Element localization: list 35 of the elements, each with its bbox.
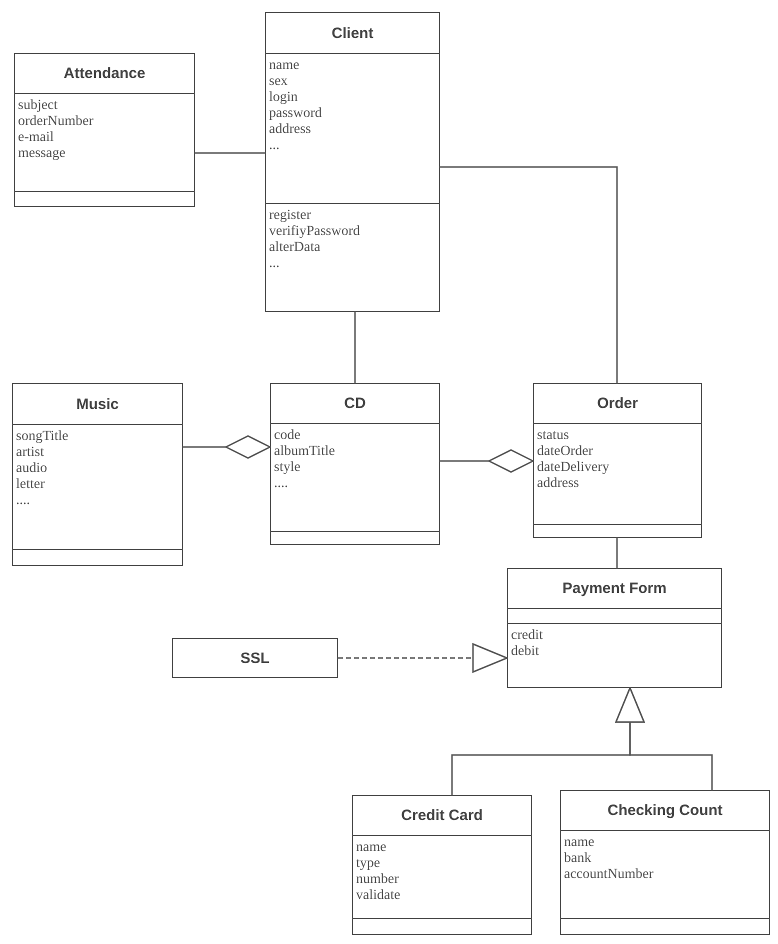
class-box (270, 383, 440, 545)
realization-arrow (338, 643, 508, 673)
association-line (440, 166, 618, 383)
class-name: Order (597, 395, 638, 412)
class-name: Client (332, 24, 374, 42)
class-name: CD (344, 395, 366, 412)
aggregation-connector (440, 449, 534, 473)
inheritance-arrow (615, 687, 713, 790)
class-name: Music (76, 396, 119, 412)
class-name: Credit Card (401, 807, 483, 824)
class-box (12, 383, 183, 566)
association-line (354, 312, 356, 383)
attribute-list: subject orderNumber e-mail message (18, 98, 94, 162)
method-list: credit debit (511, 628, 543, 660)
class-box (172, 638, 338, 678)
class-name: Attendance (64, 65, 146, 82)
class-box (352, 795, 532, 935)
aggregation-connector (183, 435, 271, 459)
class-box (265, 12, 440, 312)
class-name: Payment Form (562, 580, 667, 597)
method-list: register verifiyPassword alterData ... (269, 208, 360, 272)
attribute-list: songTitle artist audio letter .... (16, 429, 68, 509)
class-box (507, 568, 722, 688)
attribute-list: code albumTitle style .... (274, 428, 335, 492)
attribute-list: name bank accountNumber (564, 835, 654, 883)
attribute-list: name type number validate (356, 840, 400, 904)
association-line (195, 152, 265, 154)
attribute-list: name sex login password address ... (269, 58, 322, 154)
class-box (560, 790, 770, 935)
association-line (616, 538, 618, 568)
class-name: Checking Count (608, 802, 722, 819)
attribute-list: status dateOrder dateDelivery address (537, 428, 610, 492)
class-name: SSL (240, 650, 270, 666)
class-box (533, 383, 702, 538)
class-box (14, 53, 195, 207)
